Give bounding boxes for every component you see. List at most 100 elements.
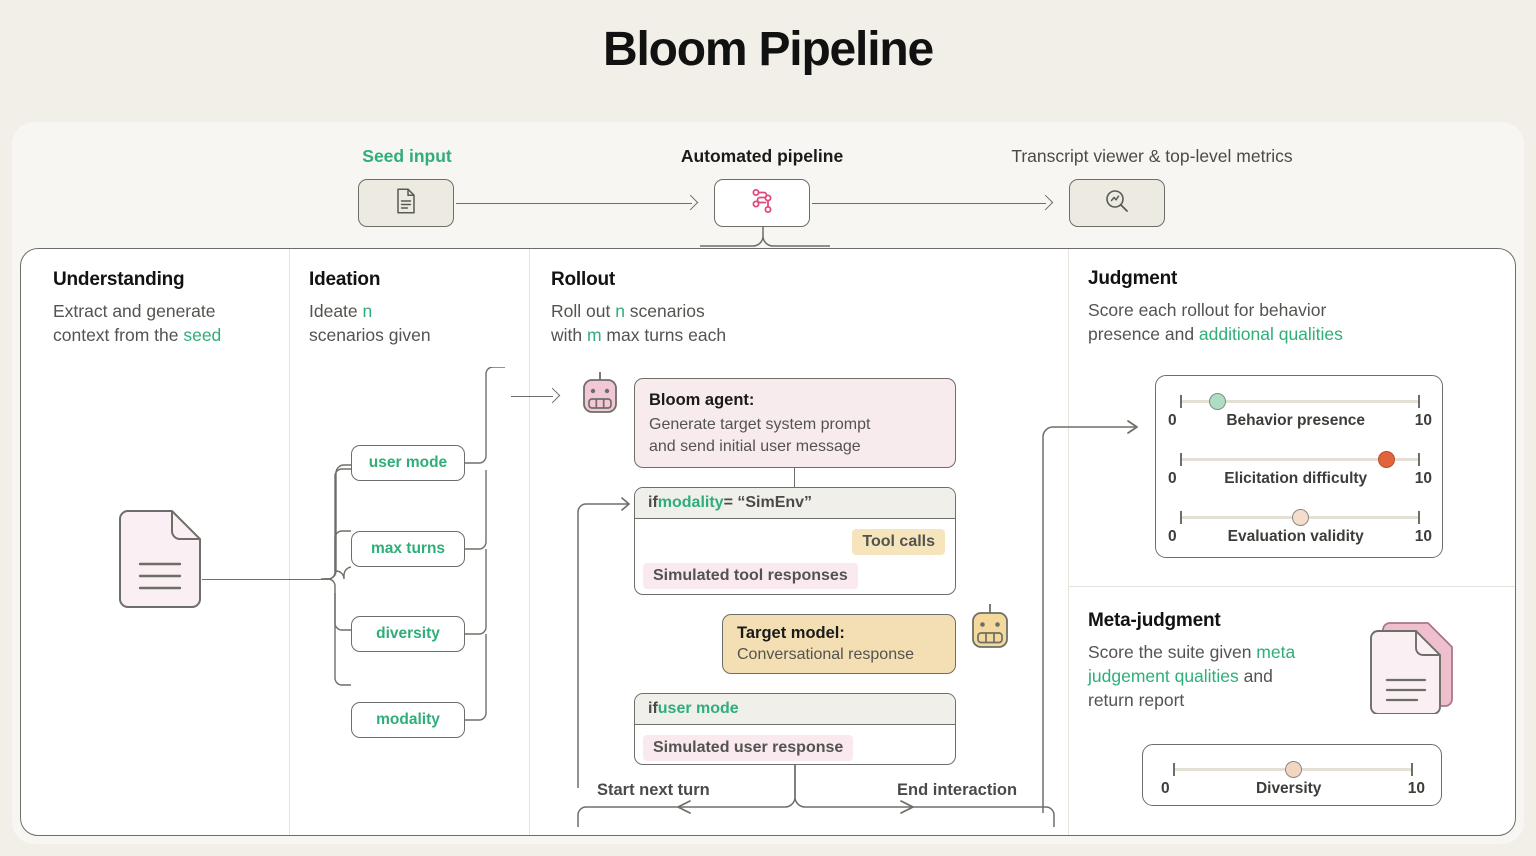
- pipeline-stem-connector: [700, 226, 830, 247]
- pipeline-label-transcript-viewer: Transcript viewer & top-level metrics: [1011, 146, 1293, 166]
- ideation-desc-post: scenarios given: [309, 325, 431, 345]
- pipeline-connector-2: [812, 203, 1046, 204]
- user-mode-condition: if user mode: [635, 694, 955, 725]
- slider-knob[interactable]: [1209, 393, 1226, 410]
- slider-label: Diversity: [1255, 780, 1322, 797]
- slider-knob[interactable]: [1292, 509, 1309, 526]
- divider-rollout-judgment: [1068, 249, 1069, 835]
- turn-split-connectors: [577, 765, 1055, 827]
- slider-min: 0: [1168, 528, 1177, 545]
- judgment-desc-highlight: additional qualities: [1198, 324, 1343, 344]
- rollout-desc-pre: Roll out: [551, 301, 616, 321]
- user-mode-conditional-box[interactable]: if user mode Simulated user response: [634, 693, 956, 765]
- slider-knob[interactable]: [1285, 761, 1302, 778]
- ideation-param-diversity[interactable]: diversity: [351, 616, 465, 652]
- bloom-agent-to-simenv-stem: [794, 468, 795, 487]
- column-meta-judgment: Meta-judgment Score the suite given meta…: [1088, 610, 1388, 712]
- judgment-description: Score each rollout for behavior presence…: [1088, 298, 1428, 346]
- understanding-title: Understanding: [53, 269, 185, 290]
- rollout-desc-m: m: [586, 325, 602, 345]
- slider-max: 10: [1414, 412, 1432, 429]
- rollout-desc-pre2: with: [551, 325, 587, 345]
- rollout-description: Roll out n scenarios with m max turns ea…: [551, 299, 851, 347]
- pipeline-step-automated-pipeline[interactable]: [714, 179, 810, 227]
- meta-desc-pre: Score the suite given: [1088, 642, 1257, 662]
- target-model-heading: Target model:: [737, 624, 845, 642]
- ideation-branch-lines: [324, 468, 351, 686]
- seed-document-icon: [118, 509, 202, 614]
- slider-max: 10: [1414, 528, 1432, 545]
- slider-cap-left: [1180, 453, 1182, 466]
- ideation-param-modality[interactable]: modality: [351, 702, 465, 738]
- tag-tool-calls: Tool calls: [852, 529, 945, 555]
- pipeline-label-automated-pipeline: Automated pipeline: [680, 146, 844, 166]
- slider-max: 10: [1407, 780, 1425, 797]
- ideation-param-user-mode[interactable]: user mode: [351, 445, 465, 481]
- pipeline-step-transcript-viewer[interactable]: [1069, 179, 1165, 227]
- simenv-conditional-box[interactable]: if modality = “SimEnv” Tool calls Simula…: [634, 487, 956, 595]
- target-model-body: Conversational response: [737, 646, 914, 663]
- slider-min: 0: [1168, 412, 1177, 429]
- meta-judgment-description: Score the suite given meta judgement qua…: [1088, 640, 1388, 712]
- judgment-title: Judgment: [1088, 268, 1178, 289]
- ideation-to-rollout-line: [511, 396, 553, 397]
- divider-understanding-ideation: [289, 249, 290, 835]
- slider-cap-right: [1411, 763, 1413, 776]
- meta-judgment-scorecard: 0 Diversity 10: [1142, 744, 1442, 806]
- tag-simulated-user-response: Simulated user response: [643, 735, 854, 761]
- document-icon: [395, 187, 417, 219]
- ideation-to-rollout-arrow: [544, 387, 561, 404]
- robot-pink-icon: [578, 372, 622, 427]
- ideation-param-max-turns[interactable]: max turns: [351, 531, 465, 567]
- rollout-title: Rollout: [551, 269, 616, 290]
- report-document-icon: [1367, 618, 1459, 719]
- ideation-desc-pre: Ideate: [309, 301, 363, 321]
- ideation-title: Ideation: [309, 269, 381, 290]
- ideation-collector-lines: [465, 367, 505, 721]
- slider-track: [1180, 400, 1420, 403]
- understanding-desc-line2: context from the: [53, 325, 184, 345]
- label-start-next-turn: Start next turn: [597, 781, 710, 799]
- ideation-description: Ideate n scenarios given: [309, 299, 519, 347]
- slider-knob[interactable]: [1378, 451, 1395, 468]
- slider-label: Evaluation validity: [1227, 528, 1364, 545]
- pipeline-icon: [747, 186, 777, 221]
- label-end-interaction: End interaction: [897, 781, 1018, 799]
- slider-min: 0: [1161, 780, 1170, 797]
- meta-desc-and: and: [1238, 666, 1273, 686]
- rollout-loop-arrow: [577, 497, 630, 788]
- slider-label: Elicitation difficulty: [1224, 470, 1368, 487]
- meta-desc-hl1: meta: [1256, 642, 1296, 662]
- slider-min: 0: [1168, 470, 1177, 487]
- slider-track: [1180, 458, 1420, 461]
- bloom-agent-body: Generate target system prompt and send i…: [649, 416, 871, 455]
- column-judgment: Judgment Score each rollout for behavior…: [1088, 268, 1428, 346]
- column-understanding: Understanding Extract and generate conte…: [53, 269, 283, 347]
- target-model-box[interactable]: Target model: Conversational response: [722, 614, 956, 674]
- robot-yellow-icon: [966, 604, 1014, 663]
- slider-cap-left: [1180, 511, 1182, 524]
- meta-desc-line3: return report: [1088, 690, 1185, 710]
- slider-cap-right: [1418, 395, 1420, 408]
- rollout-to-judgment-arrow: [1042, 420, 1138, 813]
- column-rollout: Rollout Roll out n scenarios with m max …: [551, 269, 851, 347]
- meta-judgment-title: Meta-judgment: [1088, 610, 1221, 631]
- rollout-desc-mid: scenarios: [624, 301, 705, 321]
- tag-simulated-tool-responses: Simulated tool responses: [643, 563, 858, 589]
- simenv-condition: if modality = “SimEnv”: [635, 488, 955, 519]
- pipeline-labels: Seed input Automated pipeline Transcript…: [0, 146, 1536, 172]
- pipeline-label-seed-input: Seed input: [362, 146, 452, 166]
- slider-max: 10: [1414, 470, 1432, 487]
- slider-cap-right: [1418, 511, 1420, 524]
- divider-ideation-rollout: [529, 249, 530, 835]
- judgment-desc-line2: presence and: [1088, 324, 1199, 344]
- understanding-desc-highlight: seed: [183, 325, 222, 345]
- seed-to-ideation-line: [202, 579, 324, 580]
- pipeline-connector-1: [456, 203, 692, 204]
- ideation-desc-n: n: [362, 301, 373, 321]
- understanding-description: Extract and generate context from the se…: [53, 299, 283, 347]
- column-ideation: Ideation Ideate n scenarios given: [309, 269, 519, 347]
- meta-desc-hl2: judgement qualities: [1088, 666, 1239, 686]
- pipeline-step-seed-input[interactable]: [358, 179, 454, 227]
- bloom-agent-box[interactable]: Bloom agent: Generate target system prom…: [634, 378, 956, 468]
